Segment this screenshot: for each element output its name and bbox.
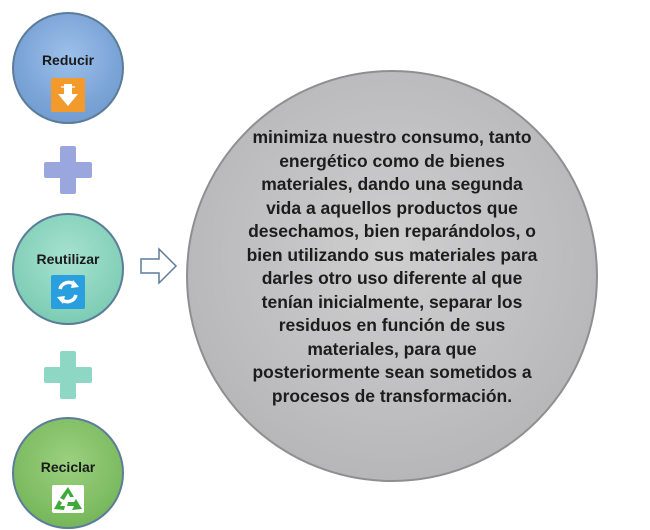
reciclar-label: Reciclar [40,459,96,475]
definition-text: minimiza nuestro consumo, tanto energéti… [246,127,538,406]
plus-icon [44,146,92,194]
reciclar-node: Reciclar [12,417,124,529]
reutilizar-node: Reutilizar [12,213,124,325]
reducir-node: Reducir [12,12,124,124]
refresh-cycle-icon [51,275,85,309]
recycle-icon [52,485,84,513]
definition-circle: minimiza nuestro consumo, tanto energéti… [186,70,598,482]
plus-icon [44,351,92,399]
right-arrow-icon [140,247,178,290]
reutilizar-label: Reutilizar [36,251,100,267]
down-arrow-icon [51,78,85,112]
reducir-label: Reducir [41,52,95,68]
